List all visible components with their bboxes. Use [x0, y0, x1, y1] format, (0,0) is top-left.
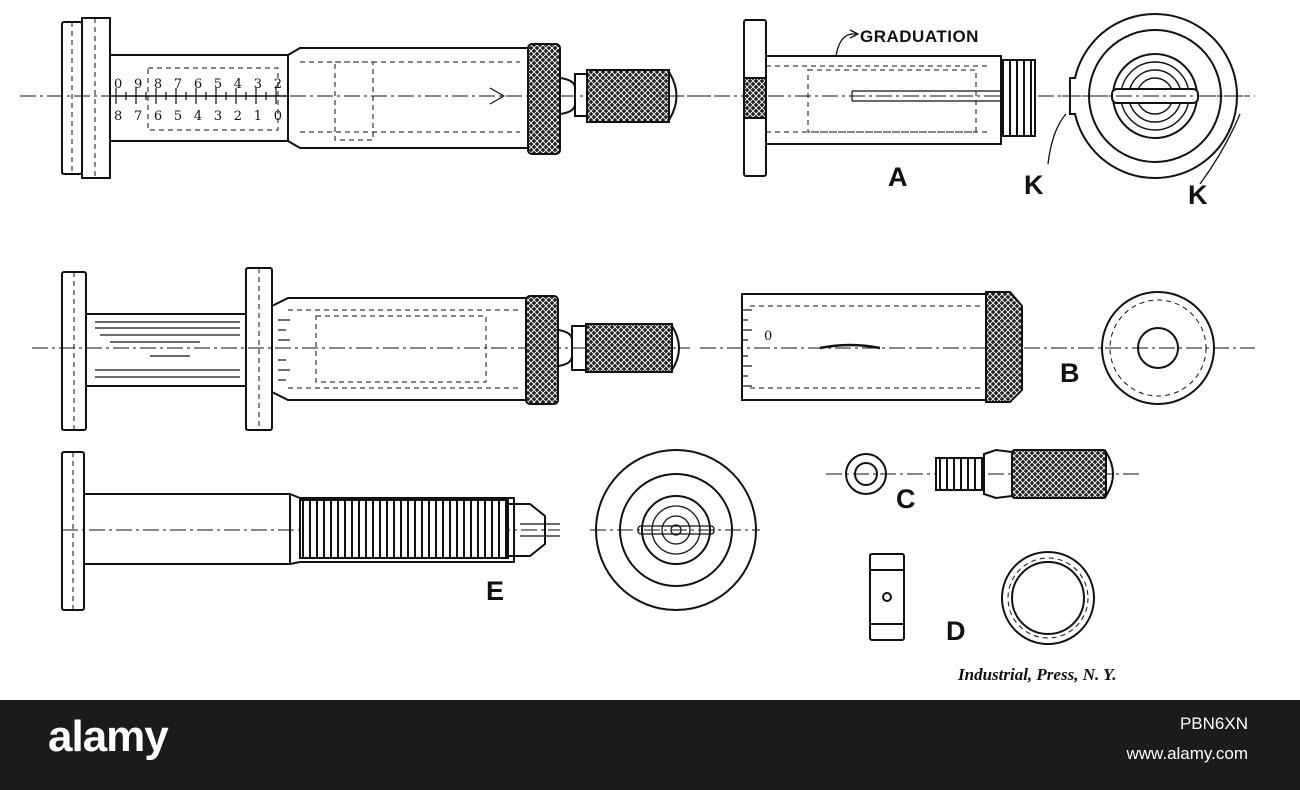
alamy-logo: alamy [48, 712, 169, 761]
end-view-e [590, 449, 760, 611]
part-b [700, 291, 1255, 405]
part-c [826, 448, 1140, 500]
site-url: www.alamy.com [1126, 744, 1248, 763]
label-k-left: K [1024, 170, 1044, 200]
label-b: B [1060, 358, 1080, 388]
scale-bottom-digits: 8 7 6 5 4 3 2 1 0 [114, 109, 282, 124]
thimble-zero-mark: 0 [764, 329, 772, 344]
end-view-k [1047, 13, 1250, 185]
label-d: D [946, 616, 966, 646]
extended-micrometer [32, 267, 690, 431]
label-e: E [486, 576, 504, 606]
scale-top-digits: 0 9 8 7 6 5 4 3 2 [114, 77, 282, 92]
image-id: PBN6XN [1179, 714, 1248, 733]
graduation-label: GRADUATION [860, 27, 979, 46]
publisher-credit: Industrial, Press, N. Y. [957, 665, 1117, 684]
watermark-footer: alamy PBN6XN www.alamy.com [0, 700, 1300, 790]
part-a [660, 19, 1255, 177]
diagram-canvas: 0 9 8 7 6 5 4 3 2 8 7 6 5 4 3 2 1 0 0 GR… [20, 13, 1255, 684]
part-d [869, 551, 1095, 645]
part-e [61, 451, 560, 611]
assembled-micrometer [20, 17, 720, 179]
label-k-right: K [1188, 180, 1208, 210]
label-c: C [896, 484, 916, 514]
label-a: A [888, 162, 908, 192]
